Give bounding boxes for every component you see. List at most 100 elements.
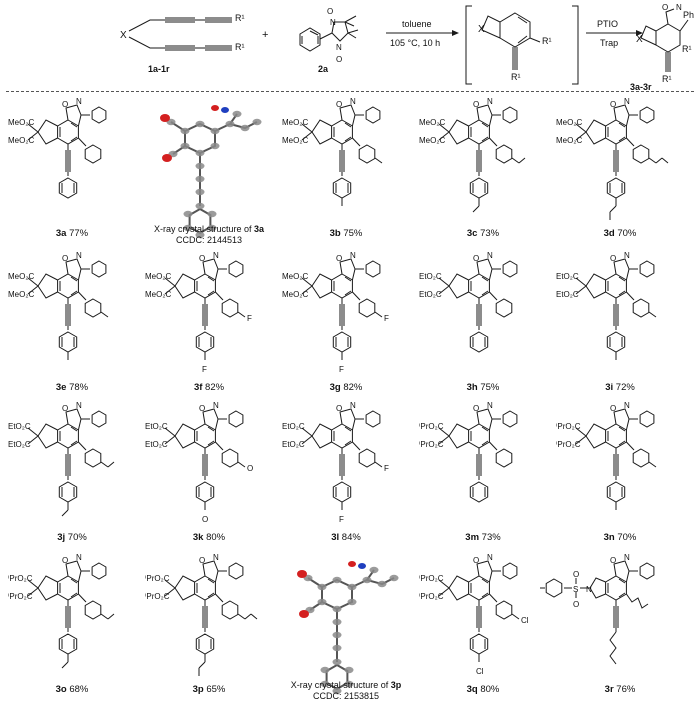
ester-label-bottom: EtO₂C: [556, 290, 579, 299]
molecule-skeleton: [27, 258, 109, 360]
compound-number: 3c: [466, 228, 478, 239]
isoxazole-o: O: [62, 100, 68, 109]
compound-yield: 73%: [477, 228, 500, 239]
compound-yield: 75%: [477, 382, 500, 393]
compound-yield: 80%: [477, 684, 500, 695]
ester-label-top: MeO₂C: [556, 118, 582, 127]
compound-yield: 70%: [65, 532, 87, 543]
compound-yield: 77%: [66, 228, 89, 239]
arrow-1-reagent: toluene: [402, 19, 432, 29]
atom-ellipsoid: [320, 680, 330, 688]
molecule-skeleton: [164, 408, 246, 510]
intermediate-r-bottom: R¹: [511, 72, 521, 82]
molecule-skeleton: [438, 408, 518, 503]
ester-label-bottom: ⁱPrO₂C: [556, 440, 581, 449]
xray-compound-number: 3p: [390, 680, 402, 690]
isoxazole-n: N: [624, 401, 630, 410]
isoxazole-n: N: [76, 553, 82, 562]
reactant-1-r-bottom: R¹: [235, 42, 245, 52]
product-structure: [640, 8, 689, 72]
sulfonyl-s: S: [573, 585, 578, 594]
atom-ellipsoid: [332, 658, 342, 666]
isoxazole-n: N: [624, 97, 630, 106]
intermediate-structure: [481, 12, 541, 70]
compound-yield: 68%: [66, 684, 89, 695]
arrow-1-conditions: 105 °C, 10 h: [390, 38, 440, 48]
compound-number: 3j: [57, 532, 66, 543]
compound-number: 3b: [329, 228, 341, 239]
compound-yield: 65%: [203, 684, 226, 695]
nitrogen-ellipsoid: [358, 563, 366, 569]
isoxazole-n: N: [487, 401, 493, 410]
bracket-left: [465, 5, 472, 85]
ester-label-bottom: ⁱPrO₂C: [419, 592, 444, 601]
compound-caption: 3a 77%: [8, 228, 136, 239]
ester-label-top: ⁱPrO₂C: [8, 574, 33, 583]
compound-caption: 3j 70%: [8, 532, 136, 543]
ester-label-top: MeO₂C: [282, 272, 308, 281]
isoxazole-n: N: [350, 401, 356, 410]
atom-ellipsoid: [369, 566, 379, 574]
xray-caption-text: X-ray crystal structure of: [290, 680, 391, 690]
isoxazole-o: O: [62, 404, 68, 413]
oxygen-ellipsoid: [160, 114, 170, 122]
compound-number: 3a: [55, 228, 67, 239]
atom-ellipsoid: [362, 576, 372, 584]
oxygen-ellipsoid: [299, 610, 309, 618]
isoxazole-o: O: [610, 254, 616, 263]
compound-number: 3o: [55, 684, 67, 695]
molecule-skeleton: [575, 104, 669, 220]
molecule-skeleton: [27, 560, 115, 669]
atom-ellipsoid: [183, 224, 193, 232]
molecule-skeleton: [164, 560, 258, 676]
sulfonyl-o-top: O: [573, 570, 579, 579]
isoxazole-o: O: [336, 404, 342, 413]
reactant-1-x: X: [120, 30, 127, 41]
isoxazole-n: N: [76, 97, 82, 106]
reactant-1-structure: [128, 17, 232, 51]
compound-yield: 73%: [479, 532, 501, 543]
ester-label-top: EtO₂C: [8, 422, 31, 431]
xray-caption-text: X-ray crystal structure of: [153, 224, 254, 234]
isoxazole-n: N: [487, 97, 493, 106]
atom-ellipsoid: [195, 188, 205, 196]
xray-caption-line: X-ray crystal structure of 3p: [282, 680, 410, 691]
molecule-skeleton: [27, 104, 107, 199]
reactant-2-o-bottom: O: [336, 55, 342, 64]
compound-number: 3r: [604, 684, 614, 695]
product-r: R¹: [682, 44, 692, 54]
atom-ellipsoid: [347, 583, 357, 591]
atom-ellipsoid: [180, 142, 190, 150]
compound-caption: 3n 70%: [556, 532, 684, 543]
compound-caption: 3b 75%: [282, 228, 410, 239]
product-label: 3a-3r: [630, 82, 652, 92]
oxygen-ellipsoid: [211, 105, 219, 111]
ester-label-bottom: ⁱPrO₂C: [419, 440, 444, 449]
ccdc-number: CCDC: 2144513: [175, 235, 243, 245]
compound-number: 3m: [465, 532, 480, 543]
atom-ellipsoid: [317, 583, 327, 591]
compound-number: 3d: [603, 228, 615, 239]
ester-label-top: ⁱPrO₂C: [556, 422, 581, 431]
sulfonyl-o-bottom: O: [573, 600, 579, 609]
isoxazole-n: N: [624, 251, 630, 260]
ester-label-bottom: ⁱPrO₂C: [145, 592, 170, 601]
isoxazole-n: N: [487, 251, 493, 260]
reactant-1-label: 1a-1r: [148, 64, 170, 74]
